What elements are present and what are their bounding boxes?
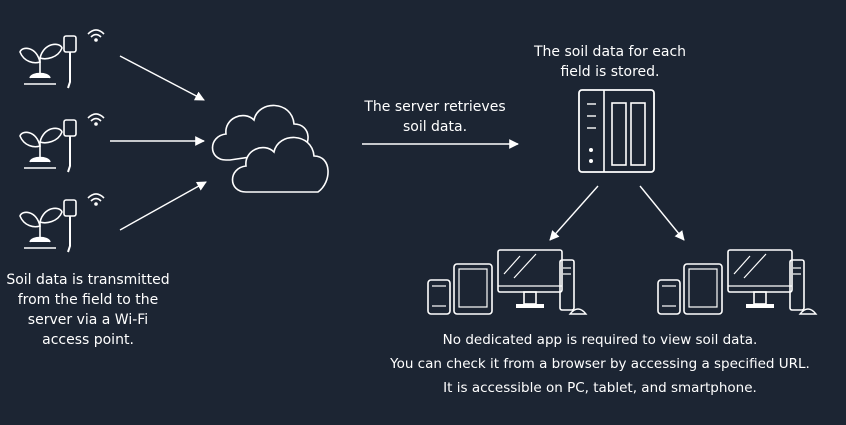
sensor-icon bbox=[19, 193, 105, 253]
caption-line: Soil data is transmitted bbox=[6, 272, 170, 288]
access-caption: No dedicated app is required to view soi… bbox=[380, 328, 820, 400]
caption-line: No dedicated app is required to view soi… bbox=[442, 332, 758, 348]
caption-line: The server retrieves bbox=[364, 99, 506, 115]
caption-line: from the field to the bbox=[17, 292, 159, 308]
caption-line: access point. bbox=[42, 332, 134, 348]
caption-line: soil data. bbox=[402, 119, 468, 135]
arrow-icon bbox=[639, 185, 685, 241]
cloud-icon bbox=[211, 104, 329, 193]
caption-line: server via a Wi-Fi bbox=[27, 312, 149, 328]
caption-line: It is accessible on PC, tablet, and smar… bbox=[443, 380, 757, 396]
pc-tablet-smartphone-icon bbox=[657, 249, 817, 315]
arrow-icon bbox=[119, 55, 205, 101]
sensor-icon bbox=[19, 29, 105, 89]
sensor-icon bbox=[19, 113, 105, 173]
server-retrieve-caption: The server retrieves soil data. bbox=[340, 97, 530, 137]
server-icon bbox=[578, 89, 655, 173]
caption-line: The soil data for each bbox=[533, 44, 687, 60]
caption-line: field is stored. bbox=[560, 64, 660, 80]
pc-tablet-smartphone-icon bbox=[427, 249, 587, 315]
arrow-icon bbox=[119, 181, 207, 231]
stored-caption: The soil data for each field is stored. bbox=[510, 42, 710, 82]
caption-line: You can check it from a browser by acces… bbox=[390, 356, 810, 372]
arrow-icon bbox=[549, 185, 599, 241]
field-caption: Soil data is transmitted from the field … bbox=[0, 270, 176, 350]
